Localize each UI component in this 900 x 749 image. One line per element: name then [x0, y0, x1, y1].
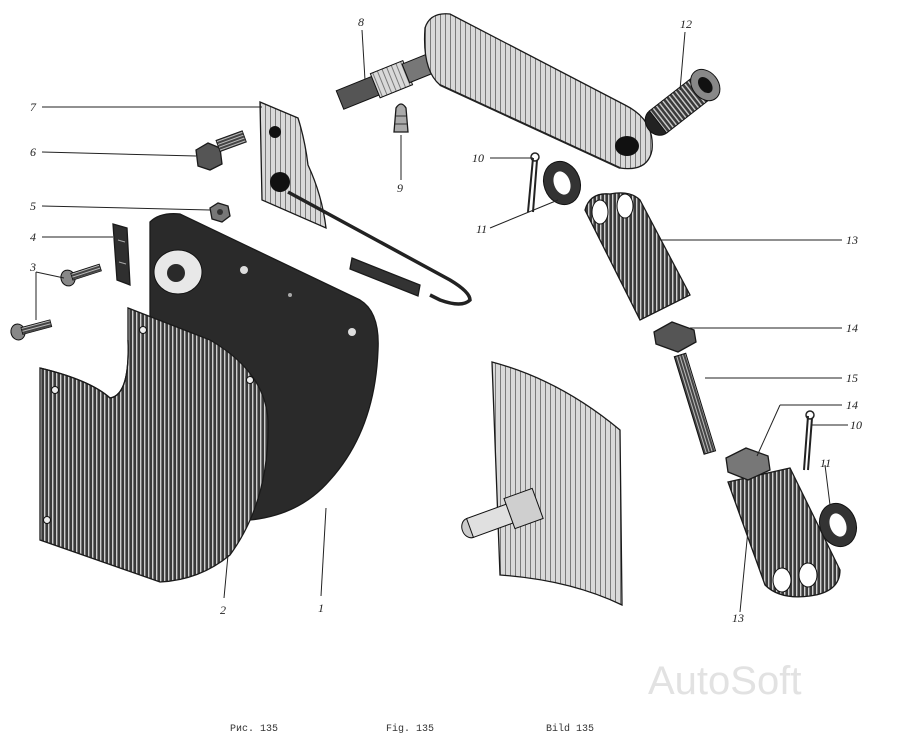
callout-11-lower: 11	[820, 456, 831, 470]
part-7-bracket	[259, 101, 472, 306]
part-14-nut-lower	[725, 447, 771, 481]
part-11-washer-lower	[818, 502, 858, 548]
callout-7: 7	[30, 100, 37, 114]
lever-arm	[423, 13, 653, 170]
callout-2: 2	[220, 603, 226, 617]
callout-3: 3	[29, 260, 36, 274]
callout-numbers: 1 2 3 4 5 6 7 8 9 10 11 12 13 14 15 14 1…	[29, 15, 862, 625]
callout-14-lower: 14	[846, 398, 858, 412]
callout-10-upper: 10	[472, 151, 484, 165]
part-12-bushing	[644, 68, 721, 136]
callout-leaders	[35, 29, 848, 613]
callout-14-upper: 14	[846, 321, 858, 335]
part-10-cotter-pin-lower	[803, 410, 815, 471]
callout-12: 12	[680, 17, 692, 31]
part-14-nut-upper	[653, 321, 697, 353]
callout-4: 4	[30, 230, 36, 244]
callout-13-lower: 13	[732, 611, 744, 625]
part-13-clevis-lower	[727, 467, 841, 598]
caption-german: Bild 135	[546, 723, 594, 735]
part-4-spacer-plate	[112, 223, 131, 286]
callout-5: 5	[30, 199, 36, 213]
callout-9: 9	[397, 181, 403, 195]
callout-10-lower: 10	[850, 418, 862, 432]
part-10-cotter-pin-upper	[527, 152, 540, 213]
part-9-pin	[393, 103, 409, 133]
mounting-plate-with-pin	[461, 361, 623, 607]
part-6-bolt	[195, 130, 247, 171]
caption-english: Fig. 135	[386, 723, 434, 735]
callout-11-upper: 11	[476, 222, 487, 236]
caption-russian: Рис. 135	[230, 724, 278, 735]
part-11-washer-upper	[542, 160, 582, 206]
callout-1: 1	[318, 601, 324, 615]
callout-15: 15	[846, 371, 858, 385]
callout-13-upper: 13	[846, 233, 858, 247]
part-3-screws	[10, 263, 102, 341]
watermark: AutoSoft	[648, 659, 801, 703]
callout-8: 8	[358, 15, 364, 29]
part-2-front-cover-plate	[39, 307, 269, 583]
part-5-nut	[209, 202, 231, 223]
part-15-threaded-rod	[673, 352, 717, 455]
part-13-clevis-upper	[584, 192, 691, 321]
callout-6: 6	[30, 145, 36, 159]
